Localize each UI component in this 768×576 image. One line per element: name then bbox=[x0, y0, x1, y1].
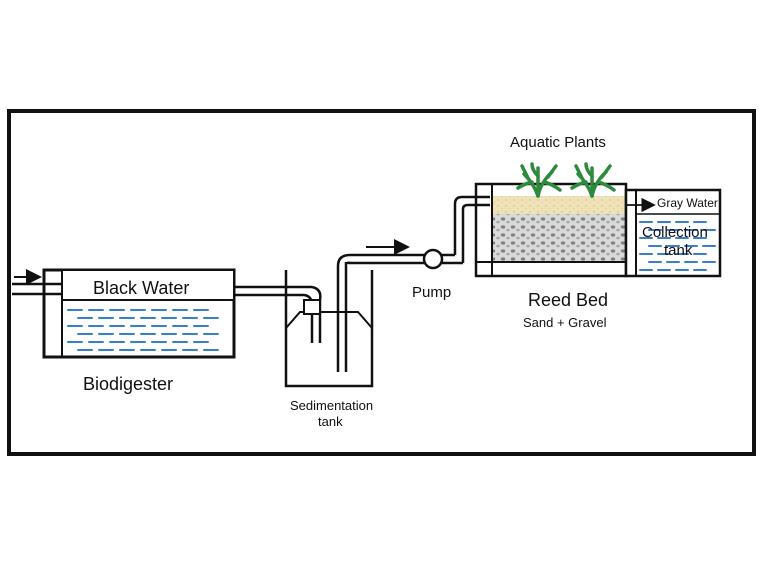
plant-stem bbox=[516, 180, 534, 190]
reed-bed-label: Reed Bed bbox=[528, 290, 608, 310]
diagram-frame bbox=[7, 109, 756, 456]
plant-stem bbox=[546, 164, 558, 179]
biodigester-tank bbox=[42, 268, 236, 359]
biodigester-water bbox=[67, 309, 219, 351]
gray-water-label: Gray Water bbox=[657, 196, 718, 210]
plant-stem bbox=[570, 180, 588, 190]
pump-label: Pump bbox=[412, 284, 451, 301]
aquatic-plants-label: Aquatic Plants bbox=[510, 134, 606, 151]
sand-layer bbox=[492, 196, 625, 214]
plant-stem bbox=[596, 180, 616, 192]
collection-tank-label-2: tank bbox=[664, 242, 693, 259]
sedimentation-tank-label-2: tank bbox=[318, 414, 343, 429]
plant-stem bbox=[520, 164, 530, 180]
pump bbox=[422, 248, 463, 270]
biodigester-label: Biodigester bbox=[83, 374, 173, 394]
sand-gravel-label: Sand + Gravel bbox=[523, 315, 607, 330]
collection-tank-label-1: Collection bbox=[642, 224, 708, 241]
pipe-pump-to-reed-bed bbox=[453, 195, 490, 263]
aquatic-plants bbox=[516, 162, 616, 198]
sedimentation-tank-label-1: Sedimentation bbox=[290, 398, 373, 413]
plant-stem bbox=[530, 162, 540, 178]
inlet-pipe bbox=[12, 269, 62, 296]
plant-stem bbox=[600, 164, 612, 179]
collection-tank bbox=[624, 188, 722, 278]
collection-water bbox=[639, 221, 716, 271]
plant-stem bbox=[542, 180, 562, 192]
plant-stem bbox=[574, 164, 584, 180]
black-water-label: Black Water bbox=[93, 278, 189, 298]
gravel-layer bbox=[492, 214, 625, 262]
pipe-sedimentation-to-pump bbox=[336, 239, 424, 372]
sedimentation-tank bbox=[284, 270, 374, 388]
reed-bed bbox=[474, 182, 628, 278]
plant-stem bbox=[584, 162, 594, 178]
